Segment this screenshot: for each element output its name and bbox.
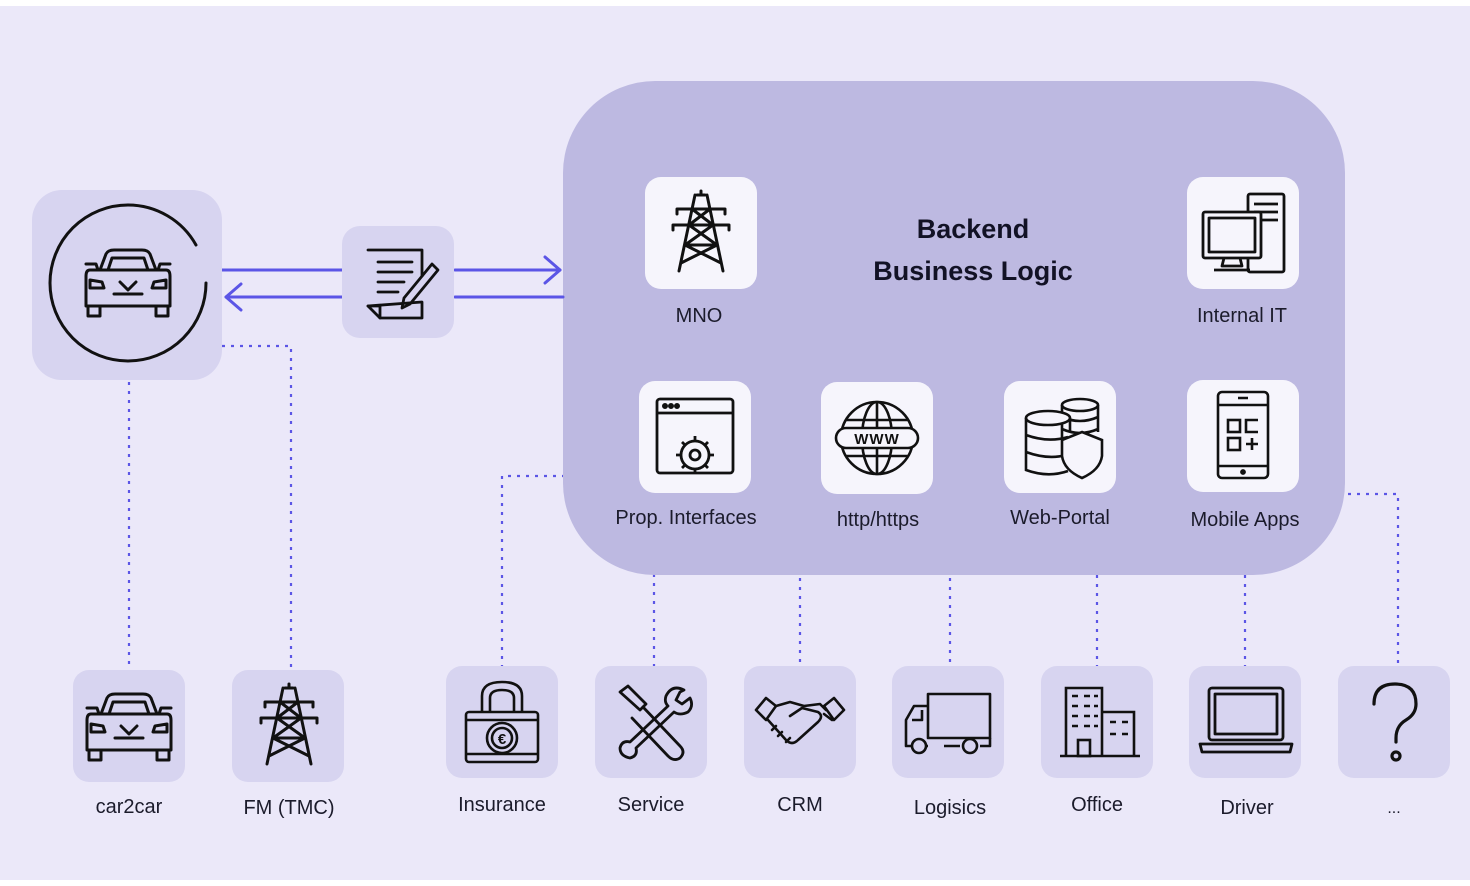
backend-panel bbox=[563, 81, 1345, 575]
backend-title: Backend Business Logic bbox=[873, 208, 1073, 292]
bottom-item-office bbox=[1041, 666, 1153, 778]
backend-item-mobile-apps bbox=[1187, 380, 1299, 492]
mno-label: MNO bbox=[675, 305, 723, 327]
backend-item-mno bbox=[645, 177, 757, 289]
padlock-euro-icon bbox=[464, 680, 540, 764]
bottom-item-logistics bbox=[892, 666, 1004, 778]
data-flow-arrows bbox=[220, 255, 565, 312]
office-label: Office bbox=[1071, 794, 1123, 816]
driver-label: Driver bbox=[1220, 797, 1274, 819]
web-portal-label: Web-Portal bbox=[1010, 507, 1110, 529]
www-text: WWW bbox=[854, 431, 899, 448]
backend-item-internal-it bbox=[1187, 177, 1299, 289]
bottom-item-more bbox=[1338, 666, 1450, 778]
euro-sign: € bbox=[498, 731, 507, 748]
office-building-icon bbox=[1060, 686, 1140, 758]
truck-icon bbox=[904, 692, 992, 755]
car2car-label: car2car bbox=[95, 796, 163, 818]
backend-item-http: WWW bbox=[821, 382, 933, 494]
more-label: ... bbox=[1387, 800, 1401, 817]
internal-it-label: Internal IT bbox=[1196, 305, 1288, 327]
desktop-computer-icon bbox=[1201, 192, 1286, 274]
document-tile bbox=[342, 226, 454, 338]
wrench-screwdriver-icon bbox=[618, 684, 693, 761]
database-shield-icon bbox=[1024, 397, 1104, 480]
prop-interfaces-label: Prop. Interfaces bbox=[615, 507, 757, 529]
backend-item-prop-interfaces bbox=[639, 381, 751, 493]
bottom-item-service bbox=[595, 666, 707, 778]
crm-label: CRM bbox=[777, 794, 823, 816]
document-pen-icon bbox=[366, 248, 440, 320]
globe-www-icon bbox=[834, 400, 920, 476]
backend-title-line1: Backend bbox=[916, 214, 1030, 244]
backend-title-line2: Business Logic bbox=[873, 256, 1073, 286]
logistics-label: Logisics bbox=[913, 797, 987, 819]
bottom-item-insurance: € bbox=[446, 666, 558, 778]
dotted-connectors bbox=[127, 344, 1400, 668]
vehicle-tile bbox=[32, 190, 222, 380]
fm-label: FM (TMC) bbox=[243, 797, 335, 819]
handshake-icon bbox=[754, 696, 846, 745]
backend-item-web-portal bbox=[1004, 381, 1116, 493]
bottom-item-car2car bbox=[73, 670, 185, 782]
laptop-icon bbox=[1198, 686, 1294, 754]
mobile-apps-label: Mobile Apps bbox=[1190, 509, 1300, 531]
browser-gear-icon bbox=[655, 397, 735, 475]
bottom-item-fm bbox=[232, 670, 344, 782]
question-mark-icon bbox=[1372, 682, 1418, 762]
service-label: Service bbox=[617, 794, 685, 816]
bottom-item-crm bbox=[744, 666, 856, 778]
insurance-label: Insurance bbox=[458, 794, 546, 816]
bottom-item-driver bbox=[1189, 666, 1301, 778]
http-label: http/https bbox=[836, 509, 920, 531]
smartphone-qr-icon bbox=[1216, 390, 1270, 480]
